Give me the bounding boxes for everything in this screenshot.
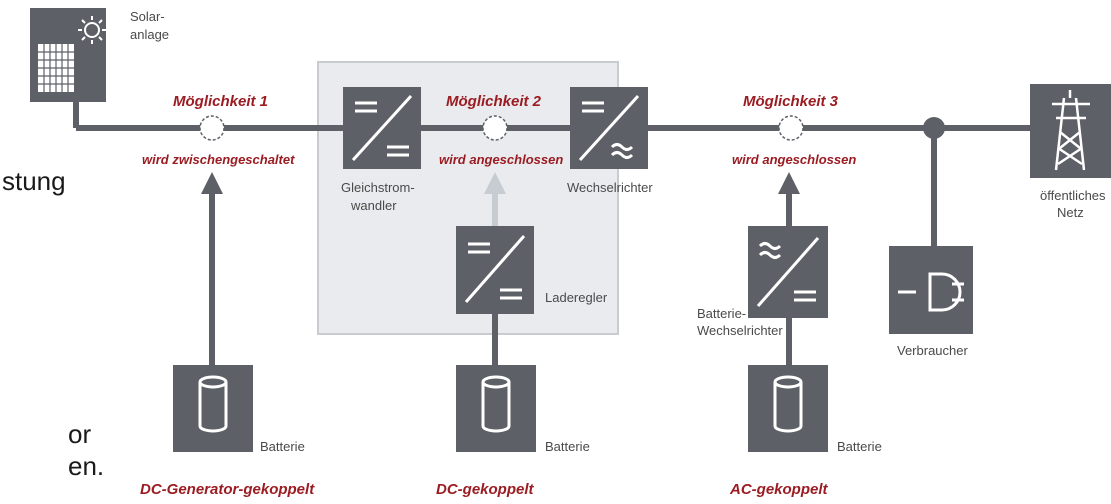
arrow-head-option-2: [484, 172, 506, 194]
option-1-switch: [199, 115, 225, 141]
charge-controller-icon: [456, 226, 534, 314]
arrow-head-option-1: [201, 172, 223, 194]
battery-3-icon: [748, 365, 828, 452]
consumer-label: Verbraucher: [897, 343, 968, 358]
sun-icon: [78, 16, 106, 44]
solar-label-2: anlage: [130, 27, 169, 42]
cropped-text-bottom-2: en.: [68, 451, 104, 481]
battery-2-label: Batterie: [545, 439, 590, 454]
grid-label-1: öffentliches: [1040, 188, 1106, 203]
cropped-text-bottom-1: or: [68, 419, 91, 449]
option-2-status: wird angeschlossen: [439, 152, 563, 167]
power-grid-icon: [1030, 84, 1111, 178]
battery-3-label: Batterie: [837, 439, 882, 454]
coupling-label-3: AC-gekoppelt: [729, 481, 829, 498]
cropped-text-top: stung: [2, 166, 66, 196]
charge-controller-label: Laderegler: [545, 290, 608, 305]
dc-converter-label-2: wandler: [350, 198, 397, 213]
battery-1-label: Batterie: [260, 439, 305, 454]
option-2-title: Möglichkeit 2: [446, 93, 542, 110]
arrow-head-option-3: [778, 172, 800, 194]
inverter-icon: [570, 87, 648, 169]
grid-label-2: Netz: [1057, 205, 1084, 220]
battery-1-icon: [173, 365, 253, 452]
battery-inverter-icon: [748, 226, 828, 318]
option-3-status: wird angeschlossen: [732, 152, 856, 167]
inverter-label: Wechselrichter: [567, 180, 653, 195]
option-3-title: Möglichkeit 3: [743, 93, 839, 110]
solar-label-1: Solar-: [130, 9, 165, 24]
option-3-switch: [778, 115, 804, 141]
option-1-title: Möglichkeit 1: [173, 93, 268, 110]
coupling-label-2: DC-gekoppelt: [436, 481, 535, 498]
option-2-switch: [482, 115, 508, 141]
consumer-plug-icon: [889, 246, 973, 334]
coupling-label-1: DC-Generator-gekoppelt: [140, 481, 315, 498]
option-1-status: wird zwischengeschaltet: [142, 152, 295, 167]
solar-panel: [30, 8, 106, 102]
battery-inverter-label-2: Wechselrichter: [697, 323, 783, 338]
battery-inverter-label-1: Batterie-: [697, 306, 746, 321]
dc-converter-label-1: Gleichstrom-: [341, 180, 415, 195]
battery-2-icon: [456, 365, 536, 452]
dc-converter-icon: [343, 87, 421, 169]
